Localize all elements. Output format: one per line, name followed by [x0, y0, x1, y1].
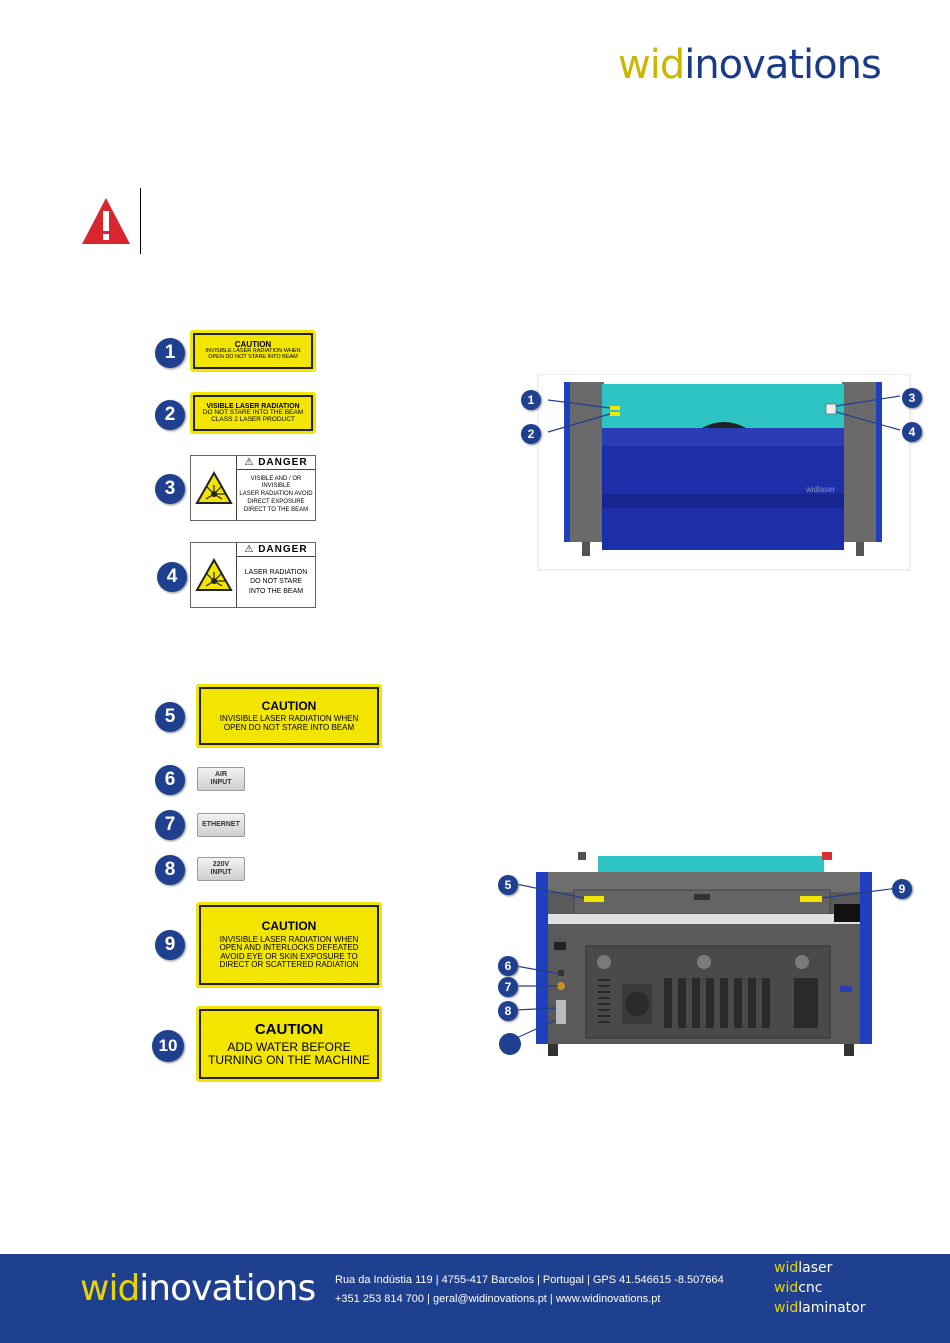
front-machine-illustration: widlaser — [537, 374, 911, 571]
label-9-line: DIRECT OR SCATTERED RADIATION — [219, 960, 359, 970]
front-machine-brand: widlaser — [805, 485, 836, 494]
label-4-line: INTO THE BEAM — [248, 587, 304, 595]
label-caution-1: CAUTION INVISIBLE LASER RADIATION WHEN O… — [190, 330, 316, 372]
label-10-title: CAUTION — [254, 1020, 324, 1038]
label-6-line: AIR — [214, 771, 228, 779]
warning-triangle-icon — [82, 198, 130, 244]
label-danger-4: ⚠ DANGER LASER RADIATION DO NOT STARE IN… — [190, 542, 316, 608]
label-5-title: CAUTION — [261, 698, 317, 713]
label-2-line: CLASS 2 LASER PRODUCT — [211, 415, 295, 423]
label-7-line: ETHERNET — [202, 821, 240, 829]
callout-1: 1 — [155, 338, 185, 368]
front-callout-4: 4 — [902, 422, 922, 442]
label-220v-input: 220V INPUT — [197, 857, 245, 881]
label-4-line: DO NOT STARE — [250, 578, 302, 586]
label-3-line: DIRECT TO THE BEAM — [243, 506, 309, 513]
label-5-line: OPEN DO NOT STARE INTO BEAM — [223, 722, 355, 732]
footer-logo: widinovations — [80, 1268, 316, 1309]
label-10-line: ADD WATER BEFORE — [227, 1040, 351, 1055]
callout-7: 7 — [155, 810, 185, 840]
footer-logo-inovations: inovations — [139, 1268, 316, 1309]
label-5-line: INVISIBLE LASER RADIATION WHEN — [219, 714, 359, 724]
callout-10: 10 — [152, 1030, 184, 1062]
callout-4: 4 — [157, 562, 187, 592]
label-caution-5: CAUTION INVISIBLE LASER RADIATION WHEN O… — [196, 684, 382, 748]
footer-phone-email-web: +351 253 814 700 | geral@widinovations.p… — [335, 1293, 661, 1305]
label-caution-10: CAUTION ADD WATER BEFORE TURNING ON THE … — [196, 1006, 382, 1082]
product-widlaser: widlaser — [774, 1260, 833, 1276]
label-ethernet: ETHERNET — [197, 813, 245, 837]
front-callout-3: 3 — [902, 388, 922, 408]
label-1-line: OPEN DO NOT STARE INTO BEAM — [208, 354, 298, 361]
callout-8: 8 — [155, 855, 185, 885]
laser-hazard-icon — [194, 471, 233, 504]
back-callout-6: 6 — [498, 956, 518, 976]
callout-5: 5 — [155, 702, 185, 732]
logo-wid: wid — [618, 42, 685, 88]
callout-2: 2 — [155, 400, 185, 430]
label-8-line: INPUT — [210, 869, 232, 876]
footer-logo-wid: wid — [80, 1268, 140, 1309]
back-callout-5: 5 — [498, 875, 518, 895]
label-9-line: AVOID EYE OR SKIN EXPOSURE TO — [220, 951, 358, 961]
footer-product-list: widlaser widcnc widlaminator — [774, 1258, 866, 1318]
label-9-title: CAUTION — [261, 919, 317, 934]
label-3-line: LASER RADIATION AVOID — [239, 491, 313, 498]
label-4-title: DANGER — [258, 544, 308, 555]
label-3-line: DIRECT EXPOSURE — [247, 498, 305, 505]
back-callout-7: 7 — [498, 977, 518, 997]
small-warning-icon: ⚠ — [244, 544, 259, 555]
footer: widinovations Rua da Indústia 119 | 4755… — [0, 1254, 950, 1343]
label-1-title: CAUTION — [234, 340, 272, 350]
header-logo: widinovations — [618, 42, 882, 88]
label-2-title: VISIBLE LASER RADIATION — [206, 402, 300, 410]
back-callout-9: 9 — [892, 879, 912, 899]
label-3-title: DANGER — [258, 457, 308, 468]
callout-9: 9 — [155, 930, 185, 960]
label-2-line: DO NOT STARE INTO THE BEAM — [202, 408, 304, 416]
small-warning-icon: ⚠ — [244, 457, 259, 468]
label-6-line: INPUT — [210, 779, 232, 786]
label-9-line: OPEN AND INTERLOCKS DEFEATED — [219, 943, 359, 953]
callout-3: 3 — [155, 474, 185, 504]
label-danger-3: ⚠ DANGER VISIBLE AND / OR INVISIBLE LASE… — [190, 455, 316, 521]
product-widcnc: widcnc — [774, 1280, 823, 1296]
label-1-line: INVISIBLE LASER RADIATION WHEN — [205, 348, 301, 355]
label-9-line: INVISIBLE LASER RADIATION WHEN — [219, 935, 359, 945]
laser-hazard-icon — [194, 558, 233, 591]
back-callout-8: 8 — [498, 1001, 518, 1021]
label-10-line: TURNING ON THE MACHINE — [208, 1052, 370, 1067]
label-3-line: VISIBLE AND / OR INVISIBLE — [250, 475, 302, 490]
label-8-line: 220V — [212, 861, 230, 869]
back-machine-illustration — [499, 852, 899, 1056]
label-4-line: LASER RADIATION — [244, 569, 308, 577]
label-visible-laser-2: VISIBLE LASER RADIATION DO NOT STARE INT… — [190, 392, 316, 434]
footer-address: Rua da Indústia 119 | 4755-417 Barcelos … — [335, 1274, 724, 1286]
front-callout-2: 2 — [521, 424, 541, 444]
product-widlaminator: widlaminator — [774, 1300, 866, 1316]
label-air-input: AIR INPUT — [197, 767, 245, 791]
footer-contact: Rua da Indústia 119 | 4755-417 Barcelos … — [335, 1271, 724, 1309]
front-callout-1: 1 — [521, 390, 541, 410]
callout-6: 6 — [155, 765, 185, 795]
warning-divider — [140, 188, 141, 254]
label-caution-9: CAUTION INVISIBLE LASER RADIATION WHEN O… — [196, 902, 382, 988]
logo-inovations: inovations — [684, 42, 882, 88]
